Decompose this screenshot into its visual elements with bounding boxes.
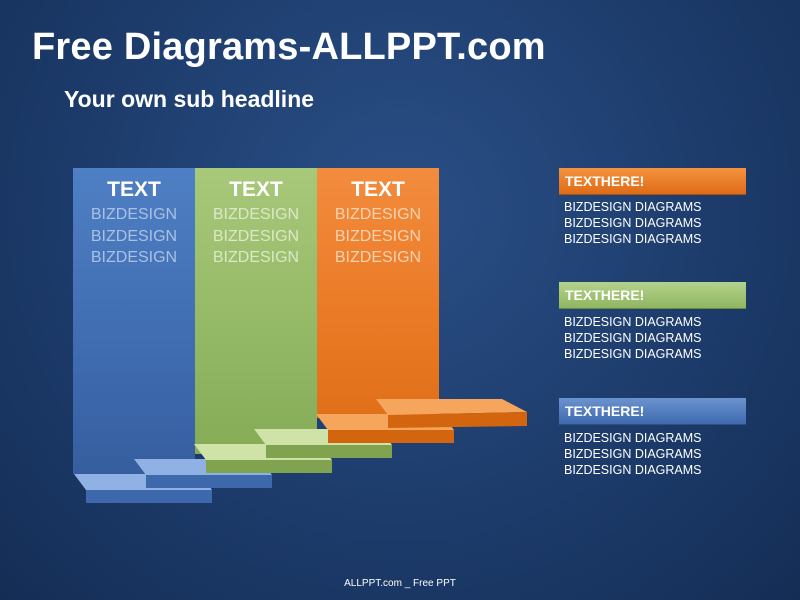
panel-text-line: BIZDESIGN <box>90 249 178 266</box>
panel-text-line: BIZDESIGN <box>212 227 300 245</box>
legend-title-blue: TEXTHERE! <box>559 398 746 425</box>
panel-orange: TEXT BIZDESIGN BIZDESIGN BIZDESIGN <box>317 168 439 418</box>
panel-heading: TEXT <box>351 178 405 201</box>
legend-line: BIZDESIGN DIAGRAMS <box>564 216 702 230</box>
panel-text-line: BIZDESIGN <box>212 249 300 266</box>
panel-blue: TEXT BIZDESIGN BIZDESIGN BIZDESIGN <box>73 168 195 474</box>
footer-credit: ALLPPT.com _ Free PPT <box>344 578 456 589</box>
legend-line: BIZDESIGN DIAGRAMS <box>564 232 702 246</box>
panel-text-line: BIZDESIGN <box>334 249 422 266</box>
legend-list-green: BIZDESIGN DIAGRAMS BIZDESIGN DIAGRAMS BI… <box>564 314 764 362</box>
legend-list-blue: BIZDESIGN DIAGRAMS BIZDESIGN DIAGRAMS BI… <box>564 430 764 478</box>
panel-text-line: BIZDESIGN <box>334 206 422 223</box>
legend-line: BIZDESIGN DIAGRAMS <box>564 200 702 214</box>
slide-title: Free Diagrams-ALLPPT.com <box>32 26 546 68</box>
panel-text-line: BIZDESIGN <box>212 206 300 223</box>
panel-heading: TEXT <box>107 178 161 201</box>
slide-subtitle: Your own sub headline <box>64 86 315 112</box>
legend-line: BIZDESIGN DIAGRAMS <box>564 447 702 461</box>
panel-text-line: BIZDESIGN <box>334 227 422 245</box>
legend-line: BIZDESIGN DIAGRAMS <box>564 331 702 345</box>
legend-line: BIZDESIGN DIAGRAMS <box>564 315 702 329</box>
panel-text-line: BIZDESIGN <box>90 227 178 245</box>
panel-text-line: BIZDESIGN <box>90 206 178 223</box>
legend-line: BIZDESIGN DIAGRAMS <box>564 347 702 361</box>
legend-title-orange: TEXTHERE! <box>559 168 746 195</box>
panel-heading: TEXT <box>229 178 283 201</box>
legend-line: BIZDESIGN DIAGRAMS <box>564 431 702 445</box>
stair-step-orange-2 <box>376 399 527 428</box>
legend-list-orange: BIZDESIGN DIAGRAMS BIZDESIGN DIAGRAMS BI… <box>564 199 764 247</box>
legend-title-green: TEXTHERE! <box>559 282 746 309</box>
panel-green: TEXT BIZDESIGN BIZDESIGN BIZDESIGN <box>195 168 317 454</box>
legend-line: BIZDESIGN DIAGRAMS <box>564 463 702 477</box>
